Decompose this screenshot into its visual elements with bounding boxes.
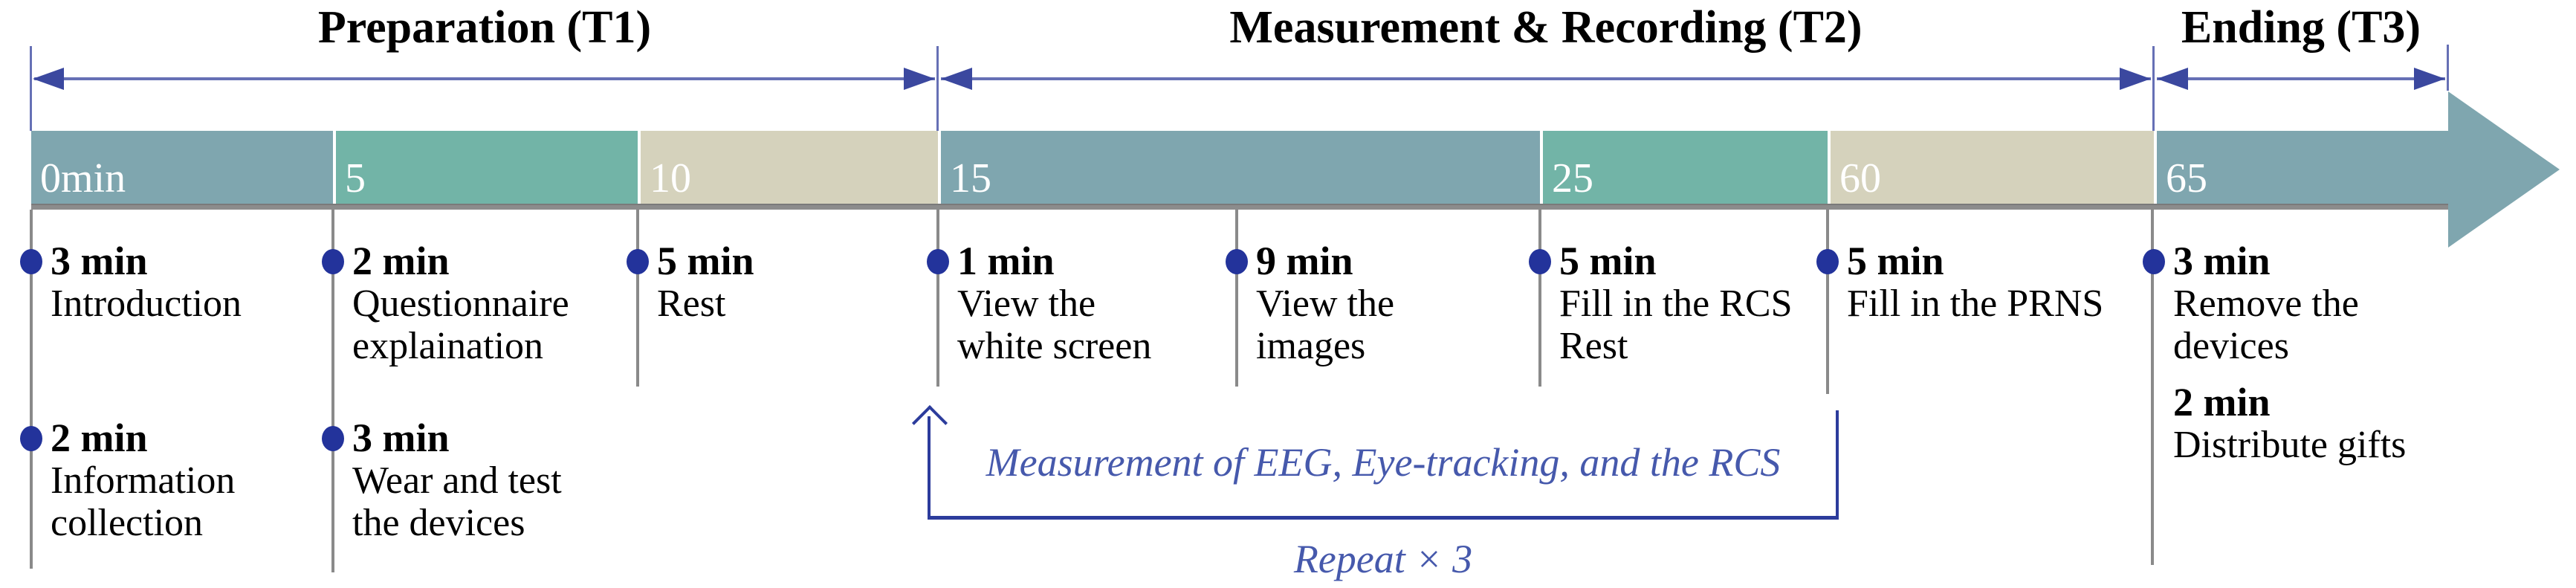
event-distribute-gifts: 2 min Distribute gifts (2173, 381, 2406, 466)
arrowhead-left-icon (2157, 68, 2188, 90)
phase-boundary-line-t2-t3 (2152, 46, 2155, 131)
column-line-5 (331, 210, 334, 572)
event-information-collection: 2 min Information collection (51, 416, 235, 544)
event-duration: 2 min (51, 416, 148, 460)
phase-title-measurement: Measurement & Recording (T2) (1229, 2, 1863, 53)
event-desc: devices (2173, 325, 2289, 367)
event-duration: 9 min (1256, 239, 1353, 283)
bar-underline (31, 204, 2448, 210)
event-dot (927, 249, 949, 274)
bar-segment-5: 5 (336, 131, 638, 204)
arrowhead-right-icon (904, 68, 935, 90)
event-desc: Fill in the RCS (1559, 282, 1793, 325)
event-desc: Introduction (51, 282, 242, 325)
phase-title-ending: Ending (T3) (2181, 2, 2421, 53)
event-dot (627, 249, 649, 274)
bracket-right-line (1836, 410, 1839, 520)
bar-segment-25: 25 (1543, 131, 1828, 204)
arrowhead-left-icon (33, 68, 64, 90)
event-duration: 3 min (352, 416, 450, 460)
column-line-10 (636, 210, 639, 387)
event-rest: 5 min Rest (657, 239, 754, 325)
column-line-9min (1235, 210, 1238, 387)
event-duration: 2 min (352, 239, 450, 283)
event-desc: Questionnaire (352, 282, 569, 325)
event-desc: Distribute gifts (2173, 424, 2407, 466)
event-duration: 3 min (51, 239, 148, 283)
event-desc: View the (957, 282, 1096, 325)
time-label-0min: 0min (40, 155, 126, 201)
event-duration: 1 min (957, 239, 1055, 283)
event-desc: images (1256, 325, 1366, 367)
event-desc: Rest (657, 282, 726, 325)
column-line-15 (936, 210, 939, 387)
event-dot (1816, 249, 1839, 274)
bar-segment-0min: 0min (31, 131, 333, 204)
event-dot (1226, 249, 1248, 274)
time-label-15: 15 (950, 155, 991, 201)
event-view-images: 9 min View the images (1256, 239, 1394, 367)
bracket-bottom-line (928, 516, 1839, 520)
bar-segment-65: 65 (2157, 131, 2448, 204)
event-duration: 5 min (1559, 239, 1657, 283)
column-line-25 (1538, 210, 1541, 387)
bar-segment-10: 10 (641, 131, 938, 204)
event-fill-rcs-rest: 5 min Fill in the RCS Rest (1559, 239, 1793, 367)
column-line-65 (2151, 210, 2154, 565)
phase-boundary-line-start (30, 46, 32, 131)
time-label-25: 25 (1552, 155, 1593, 201)
event-desc: Rest (1559, 325, 1628, 367)
event-desc: View the (1256, 282, 1395, 325)
event-duration: 5 min (1847, 239, 1944, 283)
dim-arrow-line-t3 (2157, 77, 2445, 80)
event-dot (1529, 249, 1551, 274)
event-dot (2143, 249, 2165, 274)
event-dot (20, 249, 42, 274)
arrowhead-right-icon (2414, 68, 2445, 90)
bar-segment-60: 60 (1831, 131, 2154, 204)
event-desc: white screen (957, 325, 1152, 367)
event-questionnaire-explanation: 2 min Questionnaire explaination (352, 239, 569, 367)
event-desc: Remove the (2173, 282, 2359, 325)
event-desc: explaination (352, 325, 544, 367)
event-dot (322, 426, 344, 451)
event-wear-test-devices: 3 min Wear and test the devices (352, 416, 562, 544)
arrowhead-left-icon (941, 68, 972, 90)
event-introduction: 3 min Introduction (51, 239, 242, 325)
event-duration: 2 min (2173, 380, 2271, 424)
event-desc: Information (51, 459, 236, 502)
bracket-left-line (928, 416, 931, 519)
dim-arrow-line-t2 (941, 77, 2151, 80)
phase-title-preparation: Preparation (T1) (317, 2, 652, 53)
phase-boundary-line-t1-t2 (936, 46, 939, 131)
event-desc: the devices (352, 502, 525, 544)
event-duration: 5 min (657, 239, 754, 283)
event-remove-devices: 3 min Remove the devices (2173, 239, 2359, 367)
dim-arrow-line-t1 (34, 77, 935, 80)
measurement-annotation: Measurement of EEG, Eye-tracking, and th… (986, 440, 1781, 485)
event-desc: Fill in the PRNS (1847, 282, 2104, 325)
event-view-white-screen: 1 min View the white screen (957, 239, 1151, 367)
event-fill-prns: 5 min Fill in the PRNS (1847, 239, 2103, 325)
event-dot (322, 249, 344, 274)
time-label-65: 65 (2166, 155, 2207, 201)
event-dot (20, 426, 42, 451)
phase-boundary-line-end (2447, 45, 2449, 91)
repeat-annotation: Repeat × 3 (1293, 537, 1473, 581)
time-label-5: 5 (345, 155, 366, 201)
event-desc: Wear and test (352, 459, 562, 502)
timeline-arrowhead-icon (2448, 91, 2560, 248)
column-line-0 (30, 210, 33, 569)
column-line-60 (1826, 210, 1829, 394)
event-duration: 3 min (2173, 239, 2271, 283)
time-label-10: 10 (650, 155, 691, 201)
event-desc: collection (51, 502, 204, 544)
time-label-60: 60 (1839, 155, 1881, 201)
arrowhead-right-icon (2120, 68, 2151, 90)
bar-segment-15: 15 (941, 131, 1540, 204)
